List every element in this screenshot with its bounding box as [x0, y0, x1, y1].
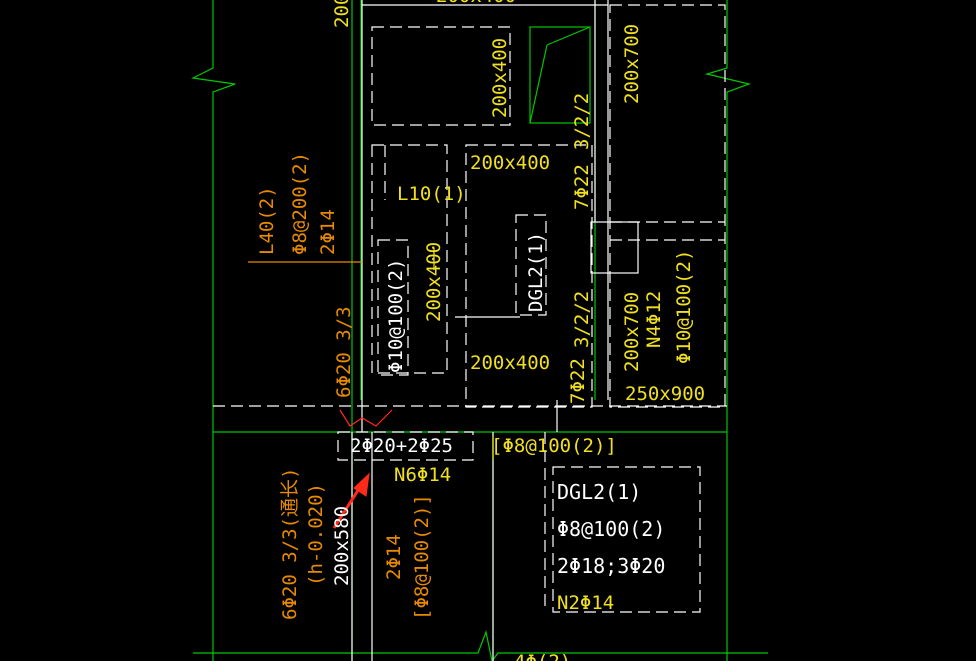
label-bars-2phi18-3phi20: 2Φ18;3Φ20 — [557, 554, 665, 578]
leader-red-notch — [339, 409, 393, 427]
label-n6: N6Φ14 — [394, 464, 451, 486]
label-beam-200x400-h-bottom: 200x400 — [470, 352, 550, 374]
label-n4: N4Φ12 — [643, 291, 665, 348]
white-solid-lines — [351, 0, 639, 661]
label-phi20-3-3: 6Φ20 3/3 — [333, 306, 355, 398]
label-bars-2phi20-2phi25: 2Φ20+2Φ25 — [350, 435, 453, 457]
label-dgl2-box: DGL2(1) — [557, 480, 641, 504]
right-break-line — [704, 0, 752, 661]
dashed-box-dgl2-v — [515, 214, 547, 316]
label-bottom-partial: 4Φ(2) — [514, 651, 571, 661]
label-l10: L10(1) — [397, 183, 466, 205]
green-column-diagonal — [529, 44, 548, 124]
label-phi8-100-2-bracket: [Φ8@100(2)] — [491, 435, 617, 457]
red-arrow-head — [353, 472, 370, 497]
label-beam-250x900: 250x900 — [625, 383, 705, 405]
label-lower-mid-1: 2Φ14 — [383, 534, 405, 580]
label-dgl2-vertical: DGL2(1) — [525, 232, 547, 312]
label-7phi22-top: 7Φ22 — [571, 164, 593, 210]
label-lower-left-1: 6Φ20 3/3(通长) — [279, 468, 301, 620]
label-lower-left-2: (h-0.020) — [305, 483, 327, 586]
label-lower-mid-2: [Φ8@100(2)] — [411, 494, 433, 620]
green-column-diagonal-2 — [546, 26, 591, 46]
dashed-box-bars — [337, 431, 474, 461]
label-beam-200x700-v: 200x700 — [621, 24, 643, 104]
red-arrow — [332, 472, 370, 529]
label-phi14-2: 2Φ14 — [317, 209, 339, 255]
label-top-beam-partial: 200x400 — [436, 0, 516, 7]
label-3-2-2-bottom: 3/2/2 — [571, 291, 593, 348]
label-top-cut: 200 — [331, 0, 353, 28]
label-l40: L40(2) — [256, 186, 278, 255]
dashed-box-top-left — [371, 26, 511, 126]
label-phi8-200-2: Φ8@200(2) — [289, 152, 311, 255]
label-beam-200x400-h-top: 200x400 — [470, 152, 550, 174]
leader-lines — [248, 248, 494, 460]
label-phi10-100-2-left: Φ10@100(2) — [385, 259, 407, 373]
label-phi10-100-2-right: Φ10@100(2) — [673, 250, 695, 364]
label-phi8-100-2-box: Φ8@100(2) — [557, 517, 665, 541]
label-n2: N2Φ14 — [557, 592, 614, 614]
label-lower-left-3: 200x580 — [331, 506, 353, 586]
label-beam-200x400-v: 200x400 — [489, 38, 511, 118]
label-beam-200x400-v-mid: 200x400 — [423, 242, 445, 322]
dashed-box-l10 — [371, 144, 448, 374]
red-arrow-shaft — [332, 483, 364, 529]
dashed-box-center — [465, 144, 593, 408]
bottom-break-line — [193, 629, 768, 661]
left-break-line — [191, 0, 236, 661]
label-7phi22-bottom: 7Φ22 — [567, 358, 589, 404]
dashed-box-dgl2 — [552, 466, 701, 613]
label-3-2-2-top: 3/2/2 — [571, 93, 593, 150]
dashed-box-phi10 — [377, 239, 409, 376]
label-beam-200x700-right: 200x700 — [621, 292, 643, 372]
dashed-box-right — [609, 4, 726, 408]
green-column-box — [529, 26, 591, 124]
white-dashed-lines — [213, 4, 727, 613]
